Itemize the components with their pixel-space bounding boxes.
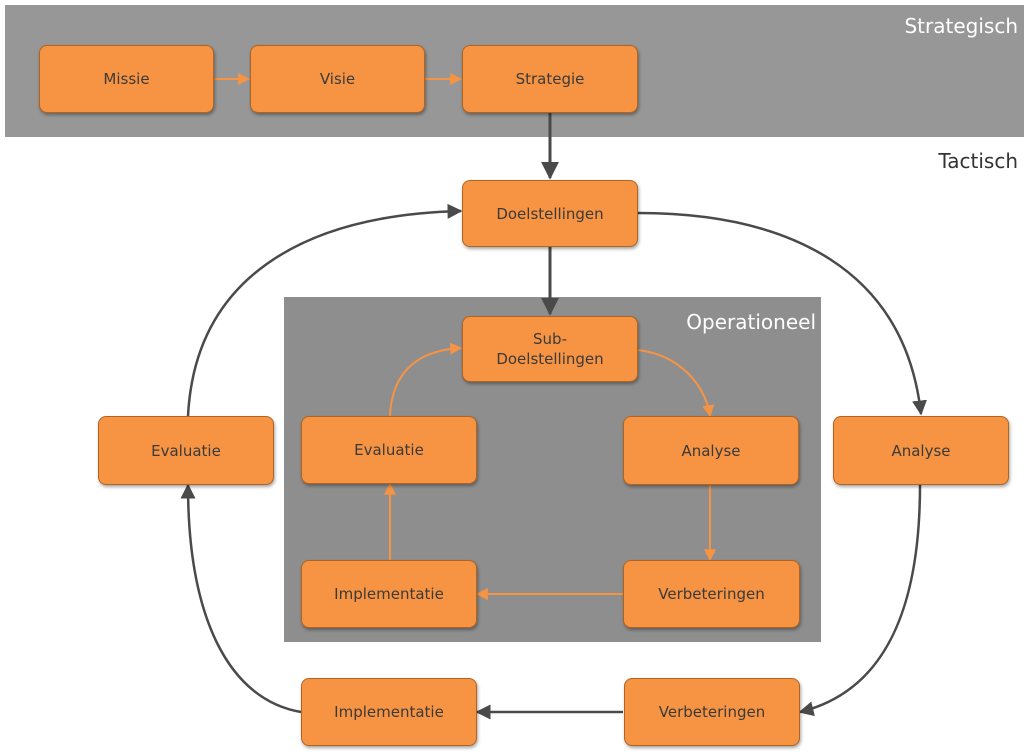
- node-implementation-operational-label: Implementatie: [334, 585, 444, 603]
- node-subgoals: Sub- Doelstellingen: [462, 316, 638, 382]
- node-analysis-operational: Analyse: [623, 416, 799, 485]
- node-vision-label: Visie: [319, 70, 356, 88]
- arrow-evaluation-to-goals: [186, 203, 463, 417]
- node-evaluation-operational: Evaluatie: [301, 416, 477, 484]
- arrow-goals-to-analysis: [637, 211, 927, 416]
- layer-label-operational: Operationeel: [686, 310, 816, 334]
- node-implementation-operational: Implementatie: [301, 560, 477, 628]
- node-mission: Missie: [39, 45, 214, 113]
- node-vision: Visie: [250, 45, 425, 113]
- node-improvements-tactical-label: Verbeteringen: [658, 703, 766, 721]
- node-strategy: Strategie: [462, 45, 638, 113]
- node-improvements-operational-label: Verbeteringen: [658, 585, 765, 603]
- arrow-subgoals-to-analysis: [637, 349, 715, 418]
- node-analysis-tactical-label: Analyse: [891, 441, 951, 460]
- arrow-implementation-to-evaluation: [180, 483, 302, 714]
- node-evaluation-tactical: Evaluatie: [98, 416, 274, 485]
- node-implementation-tactical: Implementatie: [301, 678, 477, 746]
- node-analysis-operational-label: Analyse: [681, 441, 741, 460]
- arrow-analysis-to-improvements: [798, 484, 922, 717]
- node-evaluation-tactical-label: Evaluatie: [151, 441, 221, 460]
- node-evaluation-operational-label: Evaluatie: [354, 441, 424, 459]
- node-goals-label: Doelstellingen: [496, 204, 604, 223]
- node-strategy-label: Strategie: [515, 70, 585, 88]
- node-improvements-tactical: Verbeteringen: [624, 678, 800, 746]
- layer-label-strategic: Strategisch: [904, 14, 1018, 38]
- node-subgoals-label-line1: Sub-: [533, 330, 567, 348]
- node-improvements-operational: Verbeteringen: [623, 560, 800, 628]
- node-mission-label: Missie: [103, 70, 150, 88]
- node-analysis-tactical: Analyse: [833, 416, 1009, 485]
- node-goals: Doelstellingen: [462, 180, 638, 247]
- node-subgoals-label-line2: Doelstellingen: [496, 350, 604, 368]
- node-implementation-tactical-label: Implementatie: [334, 703, 444, 721]
- layer-label-tactical: Tactisch: [938, 149, 1018, 173]
- arrow-evaluation-to-subgoals: [389, 342, 463, 417]
